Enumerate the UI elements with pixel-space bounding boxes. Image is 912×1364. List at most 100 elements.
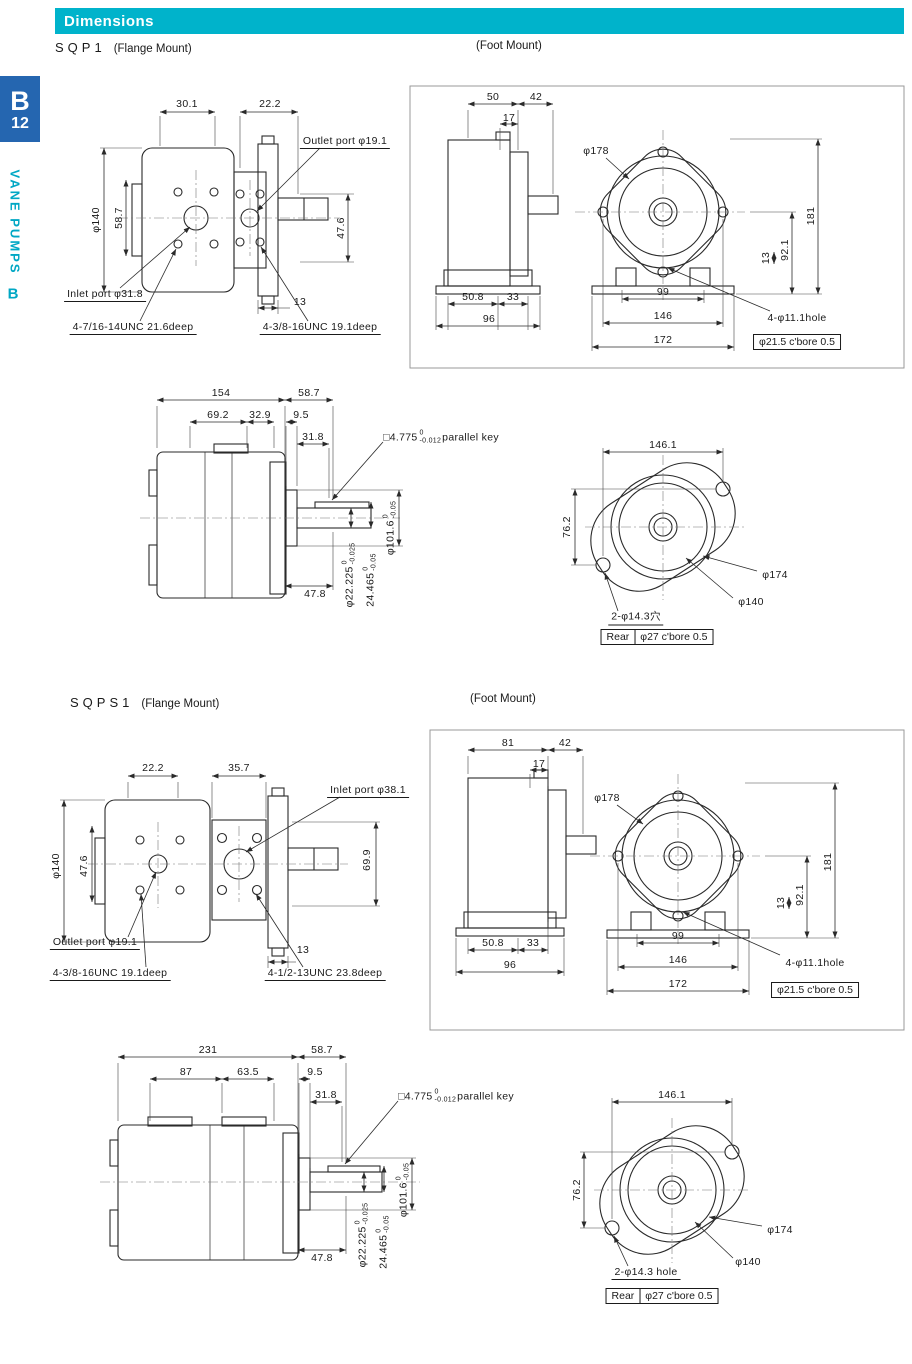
dim-foot-length-1: 50.8 xyxy=(482,937,504,949)
dim-length-total: 231 xyxy=(198,1044,218,1056)
outlet-port-note: Outlet port φ19.1 xyxy=(49,936,141,950)
sqps1-flange-title: SQPS1 (Flange Mount) xyxy=(70,695,219,710)
dim-key-height: 24.465 0-0.05 xyxy=(376,1215,391,1268)
dim-foot-height: 13 xyxy=(775,896,787,910)
dim-width-left: 30.1 xyxy=(176,98,198,110)
dim-port-height: 69.9 xyxy=(361,849,373,871)
dim-shaft-key-length: 31.8 xyxy=(302,431,324,443)
thread-note-right: 4-1/2-13UNC 23.8deep xyxy=(264,967,386,981)
shaft-tolerance: 0-0.025 xyxy=(354,1202,370,1225)
shaft-size: φ22.225 xyxy=(356,1226,368,1268)
keyh-tolerance: 0-0.05 xyxy=(375,1215,391,1233)
dim-port-offset: 47.6 xyxy=(78,855,90,877)
mount-hole-note: 4-φ11.1hole xyxy=(767,312,827,324)
dim-shaft-length: 42 xyxy=(529,91,543,103)
dim-base-width: 172 xyxy=(653,334,673,346)
page-title: Dimensions xyxy=(64,12,155,30)
dim-body-length: 81 xyxy=(501,737,515,749)
key-suffix: parallel key xyxy=(442,431,499,443)
dim-width-left: 22.2 xyxy=(142,762,164,774)
dim-key-length: 47.8 xyxy=(311,1252,333,1264)
model-name: SQPS1 xyxy=(70,695,134,710)
dim-len2: 63.5 xyxy=(237,1066,259,1078)
keyh-tolerance: 0-0.05 xyxy=(362,553,378,571)
key-suffix: parallel key xyxy=(457,1090,514,1102)
dim-foot-length-2: 33 xyxy=(506,291,520,303)
dim-port-height: 47.6 xyxy=(335,217,347,239)
page-header: Dimensions xyxy=(55,8,904,34)
dim-len3: 9.5 xyxy=(293,409,309,421)
dim-pilot-diameter: φ101.6 0-0.05 xyxy=(396,1163,411,1217)
thread-note-left: 4-7/16-14UNC 21.6deep xyxy=(69,321,197,335)
parallel-key-note: □4.775 0-0.012 parallel key xyxy=(398,1089,514,1104)
dim-shaft-diameter: φ22.225 0-0.025 xyxy=(355,1203,370,1268)
dim-foot-length-2: 33 xyxy=(526,937,540,949)
rear-label: Rear xyxy=(606,631,630,643)
mount-type: (Foot Mount) xyxy=(476,40,542,52)
dim-foot-height: 13 xyxy=(760,251,772,265)
keyh-size: 24.465 xyxy=(364,572,376,607)
dim-foot-length-total: 96 xyxy=(503,959,517,971)
mount-type: (Flange Mount) xyxy=(141,698,220,710)
cbore-note: φ21.5 c'bore 0.5 xyxy=(759,336,835,348)
sqp1-side-drawing xyxy=(140,397,758,612)
sqps1-front-drawing xyxy=(60,773,380,968)
mount-hole-note: 4-φ11.1hole xyxy=(785,957,845,969)
dim-shaft-key-length: 31.8 xyxy=(315,1089,337,1101)
thread-note-left: 4-3/8-16UNC 19.1deep xyxy=(49,967,171,981)
sqp1-foot-title: (Foot Mount) xyxy=(468,40,542,52)
sqp1-front-drawing xyxy=(100,109,354,322)
dim-flange-thickness: 13 xyxy=(293,296,307,308)
dim-pilot-length: 17 xyxy=(502,112,516,124)
dim-shaft-diameter: φ22.225 0-0.025 xyxy=(342,543,357,608)
pilot-size: φ101.6 xyxy=(397,1182,409,1218)
shaft-size: φ22.225 xyxy=(343,566,355,608)
sqp1-foot-drawing xyxy=(409,85,905,369)
dim-base-width: 172 xyxy=(668,978,688,990)
dim-flange-thickness: 13 xyxy=(296,944,310,956)
inlet-port-note: Inlet port φ31.8 xyxy=(64,288,146,302)
dim-shaft-extension: 58.7 xyxy=(311,1044,333,1056)
pilot-tolerance: 0-0.05 xyxy=(382,500,398,519)
dim-rear-inner-diameter: φ140 xyxy=(735,1256,761,1268)
section-letter: B xyxy=(10,85,30,116)
dim-rear-outer-diameter: φ174 xyxy=(762,569,788,581)
dim-rear-hole-span: 146.1 xyxy=(649,439,677,451)
sqps1-side-drawing xyxy=(100,1054,763,1267)
thread-note-right: 4-3/8-16UNC 19.1deep xyxy=(259,321,381,335)
rear-label: Rear xyxy=(611,1290,635,1302)
rear-holes-note: 2-φ14.3穴 xyxy=(608,609,664,626)
dim-key-height: 24.465 0-0.05 xyxy=(363,553,378,606)
dim-body-diameter: φ140 xyxy=(90,207,102,233)
dim-key-length: 47.8 xyxy=(304,588,326,600)
dim-rear-outer-diameter: φ174 xyxy=(767,1224,793,1236)
mount-type: (Flange Mount) xyxy=(113,43,192,55)
pilot-tolerance: 0-0.05 xyxy=(395,1162,411,1181)
pilot-size: φ101.6 xyxy=(384,520,396,556)
section-number: 12 xyxy=(11,114,29,132)
dim-flange-diameter: φ178 xyxy=(583,145,609,157)
dim-height-center: 92.1 xyxy=(794,884,806,906)
dim-len3: 9.5 xyxy=(307,1066,323,1078)
rear-cbore-note: φ27 c'bore 0.5 xyxy=(639,1289,717,1303)
dim-rear-hole-rise: 76.2 xyxy=(571,1179,583,1201)
dim-port-offset: 58.7 xyxy=(113,207,125,229)
dim-pilot-diameter: φ101.6 0-0.05 xyxy=(383,501,398,555)
dim-len2: 32.9 xyxy=(249,409,271,421)
dim-bolt-span-1: 99 xyxy=(656,286,670,298)
shaft-tolerance: 0-0.025 xyxy=(341,542,357,565)
dim-flange-diameter: φ178 xyxy=(594,792,620,804)
key-tolerance: 0-0.012 xyxy=(419,429,442,445)
mount-type: (Foot Mount) xyxy=(470,693,536,705)
inlet-port-note: Inlet port φ38.1 xyxy=(327,784,409,798)
dim-rear-hole-span: 146.1 xyxy=(658,1089,686,1101)
sqps1-foot-drawing xyxy=(429,729,905,1031)
dim-foot-length-total: 96 xyxy=(482,313,496,325)
section-tab: B 12 xyxy=(0,76,40,142)
dim-foot-length-1: 50.8 xyxy=(462,291,484,303)
outlet-port-note: Outlet port φ19.1 xyxy=(299,135,391,149)
rear-holes-note: 2-φ14.3 hole xyxy=(611,1266,681,1280)
cbore-note-box: φ21.5 c'bore 0.5 xyxy=(771,982,859,998)
